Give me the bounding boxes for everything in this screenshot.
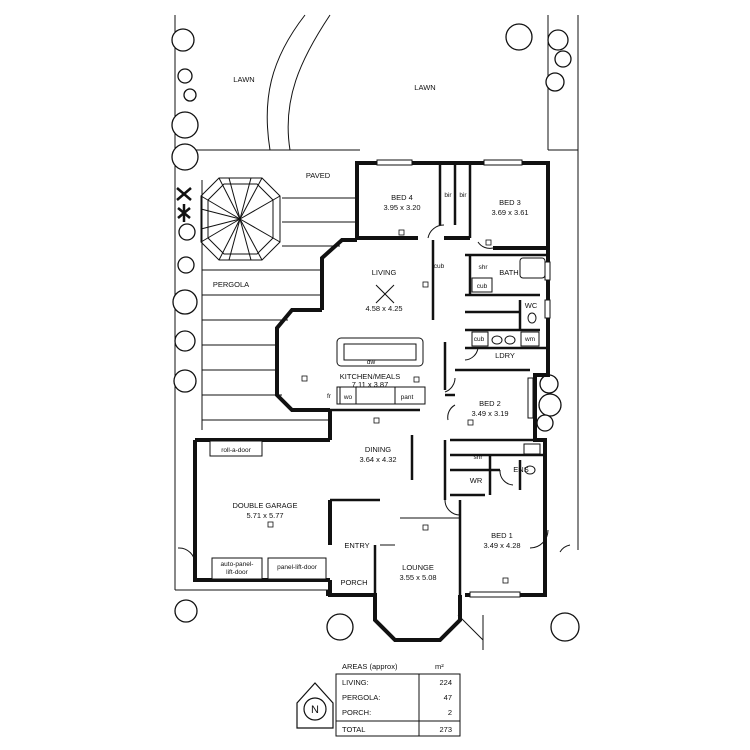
bathroom-fixtures (471, 257, 546, 475)
bed4-name: BED 4 (391, 193, 413, 202)
wm-label: wm (524, 336, 535, 343)
pant-label: pant (401, 394, 414, 401)
ens-label: ENS (513, 465, 528, 474)
area-value-pergola: 47 (444, 693, 452, 702)
bed1-name: BED 1 (491, 531, 513, 540)
shr-label-2: shr (473, 454, 483, 461)
trees (171, 23, 580, 642)
dining-name: DINING (365, 445, 391, 454)
windows (376, 159, 551, 598)
garage-size: 5.71 x 5.77 (246, 511, 283, 520)
auto-door-label-1: auto-panel- (221, 561, 254, 568)
cub-label-1: cub (477, 283, 488, 290)
area-value-porch: 2 (448, 708, 452, 717)
areas-table: AREAS (approx) m² LIVING: 224 PERGOLA: 4… (335, 662, 461, 737)
wr-label: WR (470, 476, 483, 485)
wc-label: WC (525, 301, 538, 310)
bir-label-1: bir (444, 192, 452, 199)
bed3-name: BED 3 (499, 198, 521, 207)
roll-door-label: roll-a-door (221, 447, 251, 454)
north-label: N (311, 704, 319, 716)
entry-label: ENTRY (344, 541, 369, 550)
bir-label-2: bir (459, 192, 467, 199)
lounge-name: LOUNGE (402, 563, 434, 572)
bed2-name: BED 2 (479, 399, 501, 408)
area-label-total: TOTAL (342, 725, 365, 734)
doors (177, 224, 571, 566)
bed1-size: 3.49 x 4.28 (483, 541, 520, 550)
power-points (267, 229, 509, 584)
area-value-living: 224 (439, 678, 452, 687)
exterior-walls (193, 161, 550, 642)
lawn-label-left: LAWN (233, 75, 254, 84)
dining-size: 3.64 x 4.32 (359, 455, 396, 464)
pergola (201, 180, 357, 430)
kitchen-bench (336, 337, 426, 405)
garage-name: DOUBLE GARAGE (232, 501, 297, 510)
wo-label: wo (343, 394, 353, 401)
area-label-porch: PORCH: (342, 708, 371, 717)
area-label-pergola: PERGOLA: (342, 693, 380, 702)
ldry-label: LDRY (495, 351, 515, 360)
gazebo (200, 177, 281, 261)
auto-door-label-2: lift-door (226, 569, 249, 576)
north-arrow: N (296, 682, 334, 729)
bath-label: BATH (499, 268, 518, 277)
areas-heading: AREAS (approx) (342, 662, 398, 671)
area-label-living: LIVING: (342, 678, 369, 687)
shr-label-1: shr (478, 264, 488, 271)
ceiling-fan-icon (375, 284, 395, 304)
panel-door-label: panel-lift-door (277, 564, 318, 571)
living-size: 4.58 x 4.25 (365, 304, 402, 313)
area-value-total: 273 (439, 725, 452, 734)
pergola-label: PERGOLA (213, 280, 249, 289)
cub-label-3: cub (434, 263, 445, 270)
bed4-size: 3.95 x 3.20 (383, 203, 420, 212)
dw-label: dw (367, 359, 376, 366)
kitchen-size: 7.11 x 3.87 (352, 380, 389, 389)
lounge-size: 3.55 x 5.08 (399, 573, 436, 582)
porch-posts (326, 590, 332, 596)
areas-unit: m² (435, 662, 444, 671)
site-boundary (174, 14, 579, 650)
garage-doors (209, 440, 327, 580)
kitchen-name: KITCHEN/MEALS (340, 372, 400, 381)
bed3-size: 3.69 x 3.61 (491, 208, 528, 217)
cub-label-2: cub (474, 336, 485, 343)
palm-icon (176, 187, 192, 222)
paved-label: PAVED (306, 171, 331, 180)
interior-walls (330, 163, 548, 595)
lawn-label-right: LAWN (414, 83, 435, 92)
porch-label: PORCH (340, 578, 367, 587)
fr-label: fr (327, 393, 332, 400)
living-name: LIVING (372, 268, 397, 277)
bed2-size: 3.49 x 3.19 (471, 409, 508, 418)
